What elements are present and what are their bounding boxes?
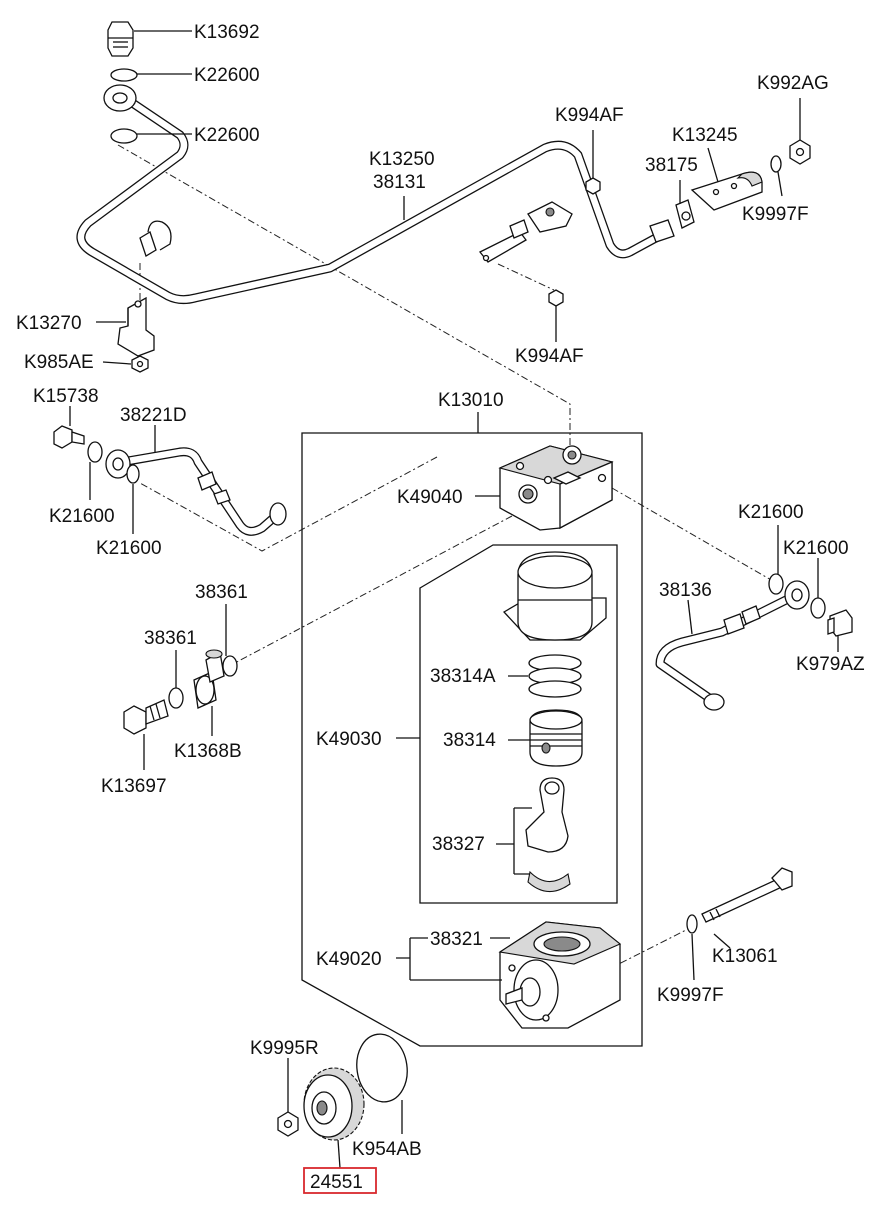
pipe-38221d <box>105 447 287 536</box>
o-ring-38361-b <box>222 655 238 677</box>
label-k979az[interactable]: K979AZ <box>796 654 865 675</box>
washer-k22600-a <box>110 68 138 82</box>
label-38221d[interactable]: 38221D <box>120 405 187 426</box>
label-38361-a[interactable]: 38361 <box>195 582 248 603</box>
highlight-box-24551 <box>303 1167 377 1194</box>
label-k21600-r2[interactable]: K21600 <box>783 538 849 559</box>
assembly-outline-k13010 <box>301 432 643 1047</box>
gear-24551 <box>303 1067 365 1141</box>
washer-k22600-b <box>110 128 138 144</box>
label-k13010[interactable]: K13010 <box>438 390 504 411</box>
label-k49020[interactable]: K49020 <box>316 949 382 970</box>
bolt-k979az <box>827 609 853 637</box>
crankcase-k49020 <box>498 921 622 1029</box>
label-k49040[interactable]: K49040 <box>397 487 463 508</box>
label-24551[interactable]: 24551 <box>310 1172 363 1193</box>
label-38361-b[interactable]: 38361 <box>144 628 197 649</box>
label-k13061[interactable]: K13061 <box>712 946 778 967</box>
connecting-rod-38327 <box>525 777 571 893</box>
label-k21600-r1[interactable]: K21600 <box>738 502 804 523</box>
label-38314a[interactable]: 38314A <box>430 666 496 687</box>
label-k15738[interactable]: K15738 <box>33 386 99 407</box>
label-k22600-b[interactable]: K22600 <box>194 125 260 146</box>
label-k994af-top[interactable]: K994AF <box>555 105 624 126</box>
label-k9995r[interactable]: K9995R <box>250 1038 319 1059</box>
label-38321[interactable]: 38321 <box>430 929 483 950</box>
air-pipe-k13250 <box>76 84 675 305</box>
label-38327[interactable]: 38327 <box>432 834 485 855</box>
bolt-k15738 <box>53 425 85 449</box>
label-38175[interactable]: 38175 <box>645 155 698 176</box>
o-ring-38361-a <box>168 687 184 709</box>
piston-38314 <box>529 709 583 767</box>
pipe-clamp <box>139 220 172 257</box>
washer-k21600-r2 <box>810 597 826 619</box>
nut-k992ag <box>789 139 811 165</box>
nut-k994af-top <box>585 177 601 195</box>
label-k9997f-bottom[interactable]: K9997F <box>657 985 724 1006</box>
label-k21600-l2[interactable]: K21600 <box>96 538 162 559</box>
pipe-38136 <box>655 580 810 711</box>
label-k13692[interactable]: K13692 <box>194 22 260 43</box>
label-k13250[interactable]: K13250 <box>369 149 435 170</box>
banjo-bolt-k13692 <box>107 21 134 57</box>
mounting-bracket-center <box>478 201 573 263</box>
label-k49030[interactable]: K49030 <box>316 729 382 750</box>
label-k21600-l1[interactable]: K21600 <box>49 506 115 527</box>
label-k1368b[interactable]: K1368B <box>174 741 242 762</box>
bracket-k13270 <box>117 296 155 357</box>
fitting-38175 <box>675 199 695 229</box>
piston-rings-38314a <box>528 654 582 698</box>
washer-k9997f-top <box>770 155 782 173</box>
washer-k21600-l1 <box>87 441 103 463</box>
leader-lines <box>69 30 839 1169</box>
part-labels: K13692 K22600 K22600 K994AF K992AG K1324… <box>16 22 865 1194</box>
label-k9997f-top[interactable]: K9997F <box>742 204 809 225</box>
washer-k21600-l2 <box>126 464 140 484</box>
label-k992ag[interactable]: K992AG <box>757 73 829 94</box>
nut-k985ae <box>131 355 149 373</box>
label-38131[interactable]: 38131 <box>373 172 426 193</box>
label-38136[interactable]: 38136 <box>659 580 712 601</box>
washer-k21600-r1 <box>768 573 784 595</box>
bolt-k13697 <box>123 699 169 735</box>
label-k994af-bottom[interactable]: K994AF <box>515 346 584 367</box>
bolt-k13061 <box>701 867 793 923</box>
connection-lines <box>117 144 774 971</box>
washer-k9997f-bottom <box>686 914 698 934</box>
label-k22600-a[interactable]: K22600 <box>194 65 260 86</box>
label-k13245[interactable]: K13245 <box>672 125 738 146</box>
cylinder-head-k49040 <box>498 445 614 531</box>
label-k985ae[interactable]: K985AE <box>24 352 94 373</box>
label-k13270[interactable]: K13270 <box>16 313 82 334</box>
nut-k9995r <box>277 1111 299 1137</box>
gasket-k954ab <box>356 1033 408 1103</box>
nut-k994af-bottom <box>548 289 564 307</box>
assembly-outline-k49030 <box>419 544 618 904</box>
elbow-fitting-k1368b <box>193 649 225 709</box>
strap-bracket-k13245 <box>690 171 763 211</box>
label-k954ab[interactable]: K954AB <box>352 1139 422 1160</box>
cylinder-liner <box>502 551 607 641</box>
label-k13697[interactable]: K13697 <box>101 776 167 797</box>
label-38314[interactable]: 38314 <box>443 730 496 751</box>
